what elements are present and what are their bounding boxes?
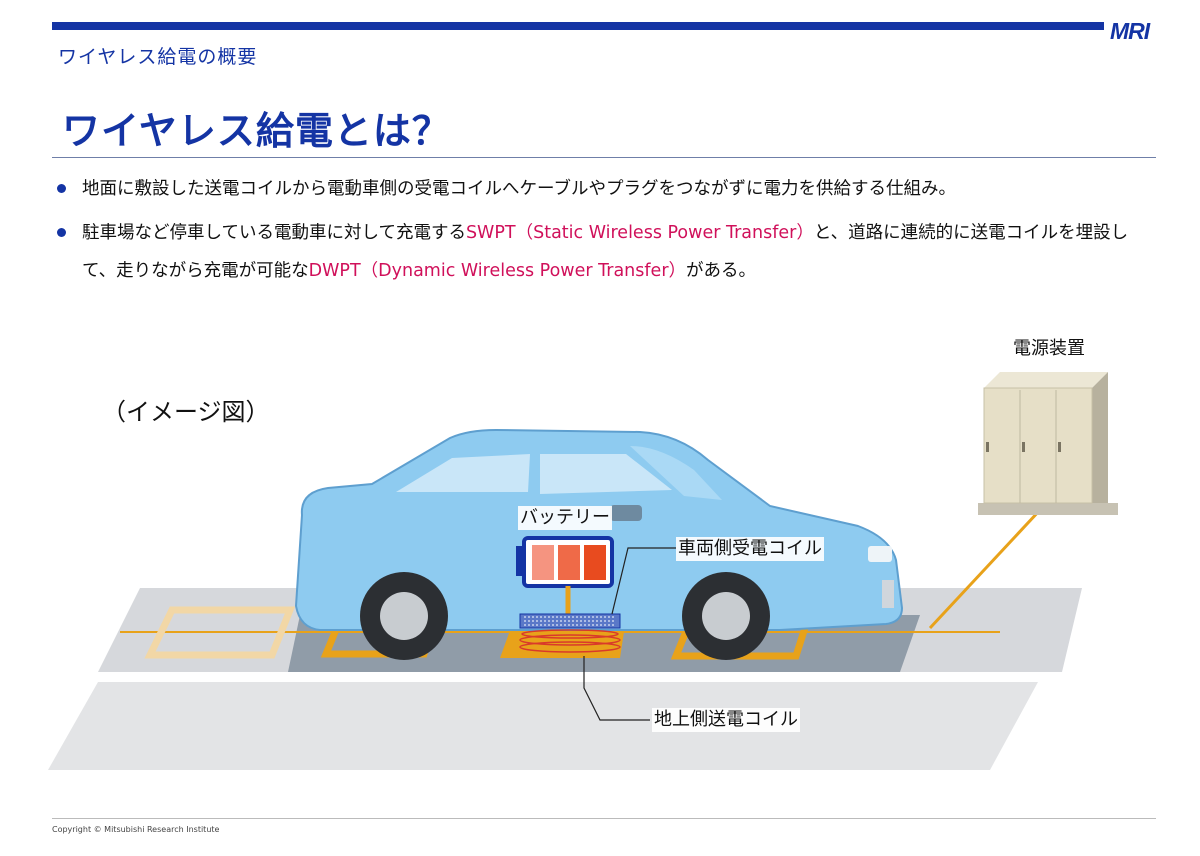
cabinet-handle [986,442,989,452]
vehicle-coil-label: 車両側受電コイル [676,537,824,561]
rear-hub [380,592,428,640]
bumper-light [882,580,894,608]
battery-terminal [516,546,526,576]
cabinet-handle [1022,442,1025,452]
leader-line-ground-coil [583,656,650,721]
cabinet-base [978,503,1118,515]
battery-cell [558,545,580,580]
bullet-text: と、道路に連続的に送電コイルを埋設して、走りながら充電が可能な [82,223,1129,281]
wireless-charging-illustration [48,372,1118,770]
ground-coil-label: 地上側送電コイル [652,708,800,732]
car-windshield [630,446,722,500]
car-rear-window [396,454,530,492]
road-lower-lane [48,682,1038,770]
bullet-icon [57,228,66,237]
field-ring [519,641,621,653]
battery-label: バッテリー [518,506,612,530]
cabinet-handle [1058,442,1061,452]
dwpt-term: DWPT（Dynamic Wireless Power Transfer） [308,261,687,281]
bullet-text: 駐車場など停車している電動車に対して充電する [82,223,466,243]
copyright: Copyright © Mitsubishi Research Institut… [52,825,220,834]
field-ring [521,629,619,639]
swpt-term: SWPT（Static Wireless Power Transfer） [465,223,814,243]
cabinet-side [1092,372,1108,503]
header-bar [52,22,1104,30]
power-supply-label: 電源装置 [1011,337,1087,361]
bullet-list: 地面に敷設した送電コイルから電動車側の受電コイルへケーブルやプラグをつながずに電… [52,170,1142,296]
footer-divider [52,818,1156,819]
bullet-item: 駐車場など停車している電動車に対して充電するSWPT（Static Wirele… [52,214,1142,290]
cabinet-top [984,372,1108,388]
mri-logo: MRI [1110,18,1150,44]
bullet-text: 地面に敷設した送電コイルから電動車側の受電コイルへケーブルやプラグをつながずに電… [82,179,956,199]
power-cable [928,508,1042,630]
battery-cell [532,545,554,580]
bullet-icon [57,184,66,193]
ground-coil-pad [144,606,296,659]
leader-line-vehicle-coil [611,547,676,615]
front-hub [702,592,750,640]
section-title: ワイヤレス給電の概要 [58,46,258,68]
car-front-window [540,454,672,494]
title-divider [52,157,1156,158]
cabinet-front [983,387,1093,504]
page-title: ワイヤレス給電とは？ [62,109,451,153]
bullet-text: がある。 [686,261,757,281]
side-mirror [610,505,642,521]
field-ring [519,634,621,646]
headlight [868,546,892,562]
bullet-item: 地面に敷設した送電コイルから電動車側の受電コイルへケーブルやプラグをつながずに電… [52,170,1142,208]
battery-cell [584,545,606,580]
diagram-caption: （イメージ図） [102,398,270,426]
